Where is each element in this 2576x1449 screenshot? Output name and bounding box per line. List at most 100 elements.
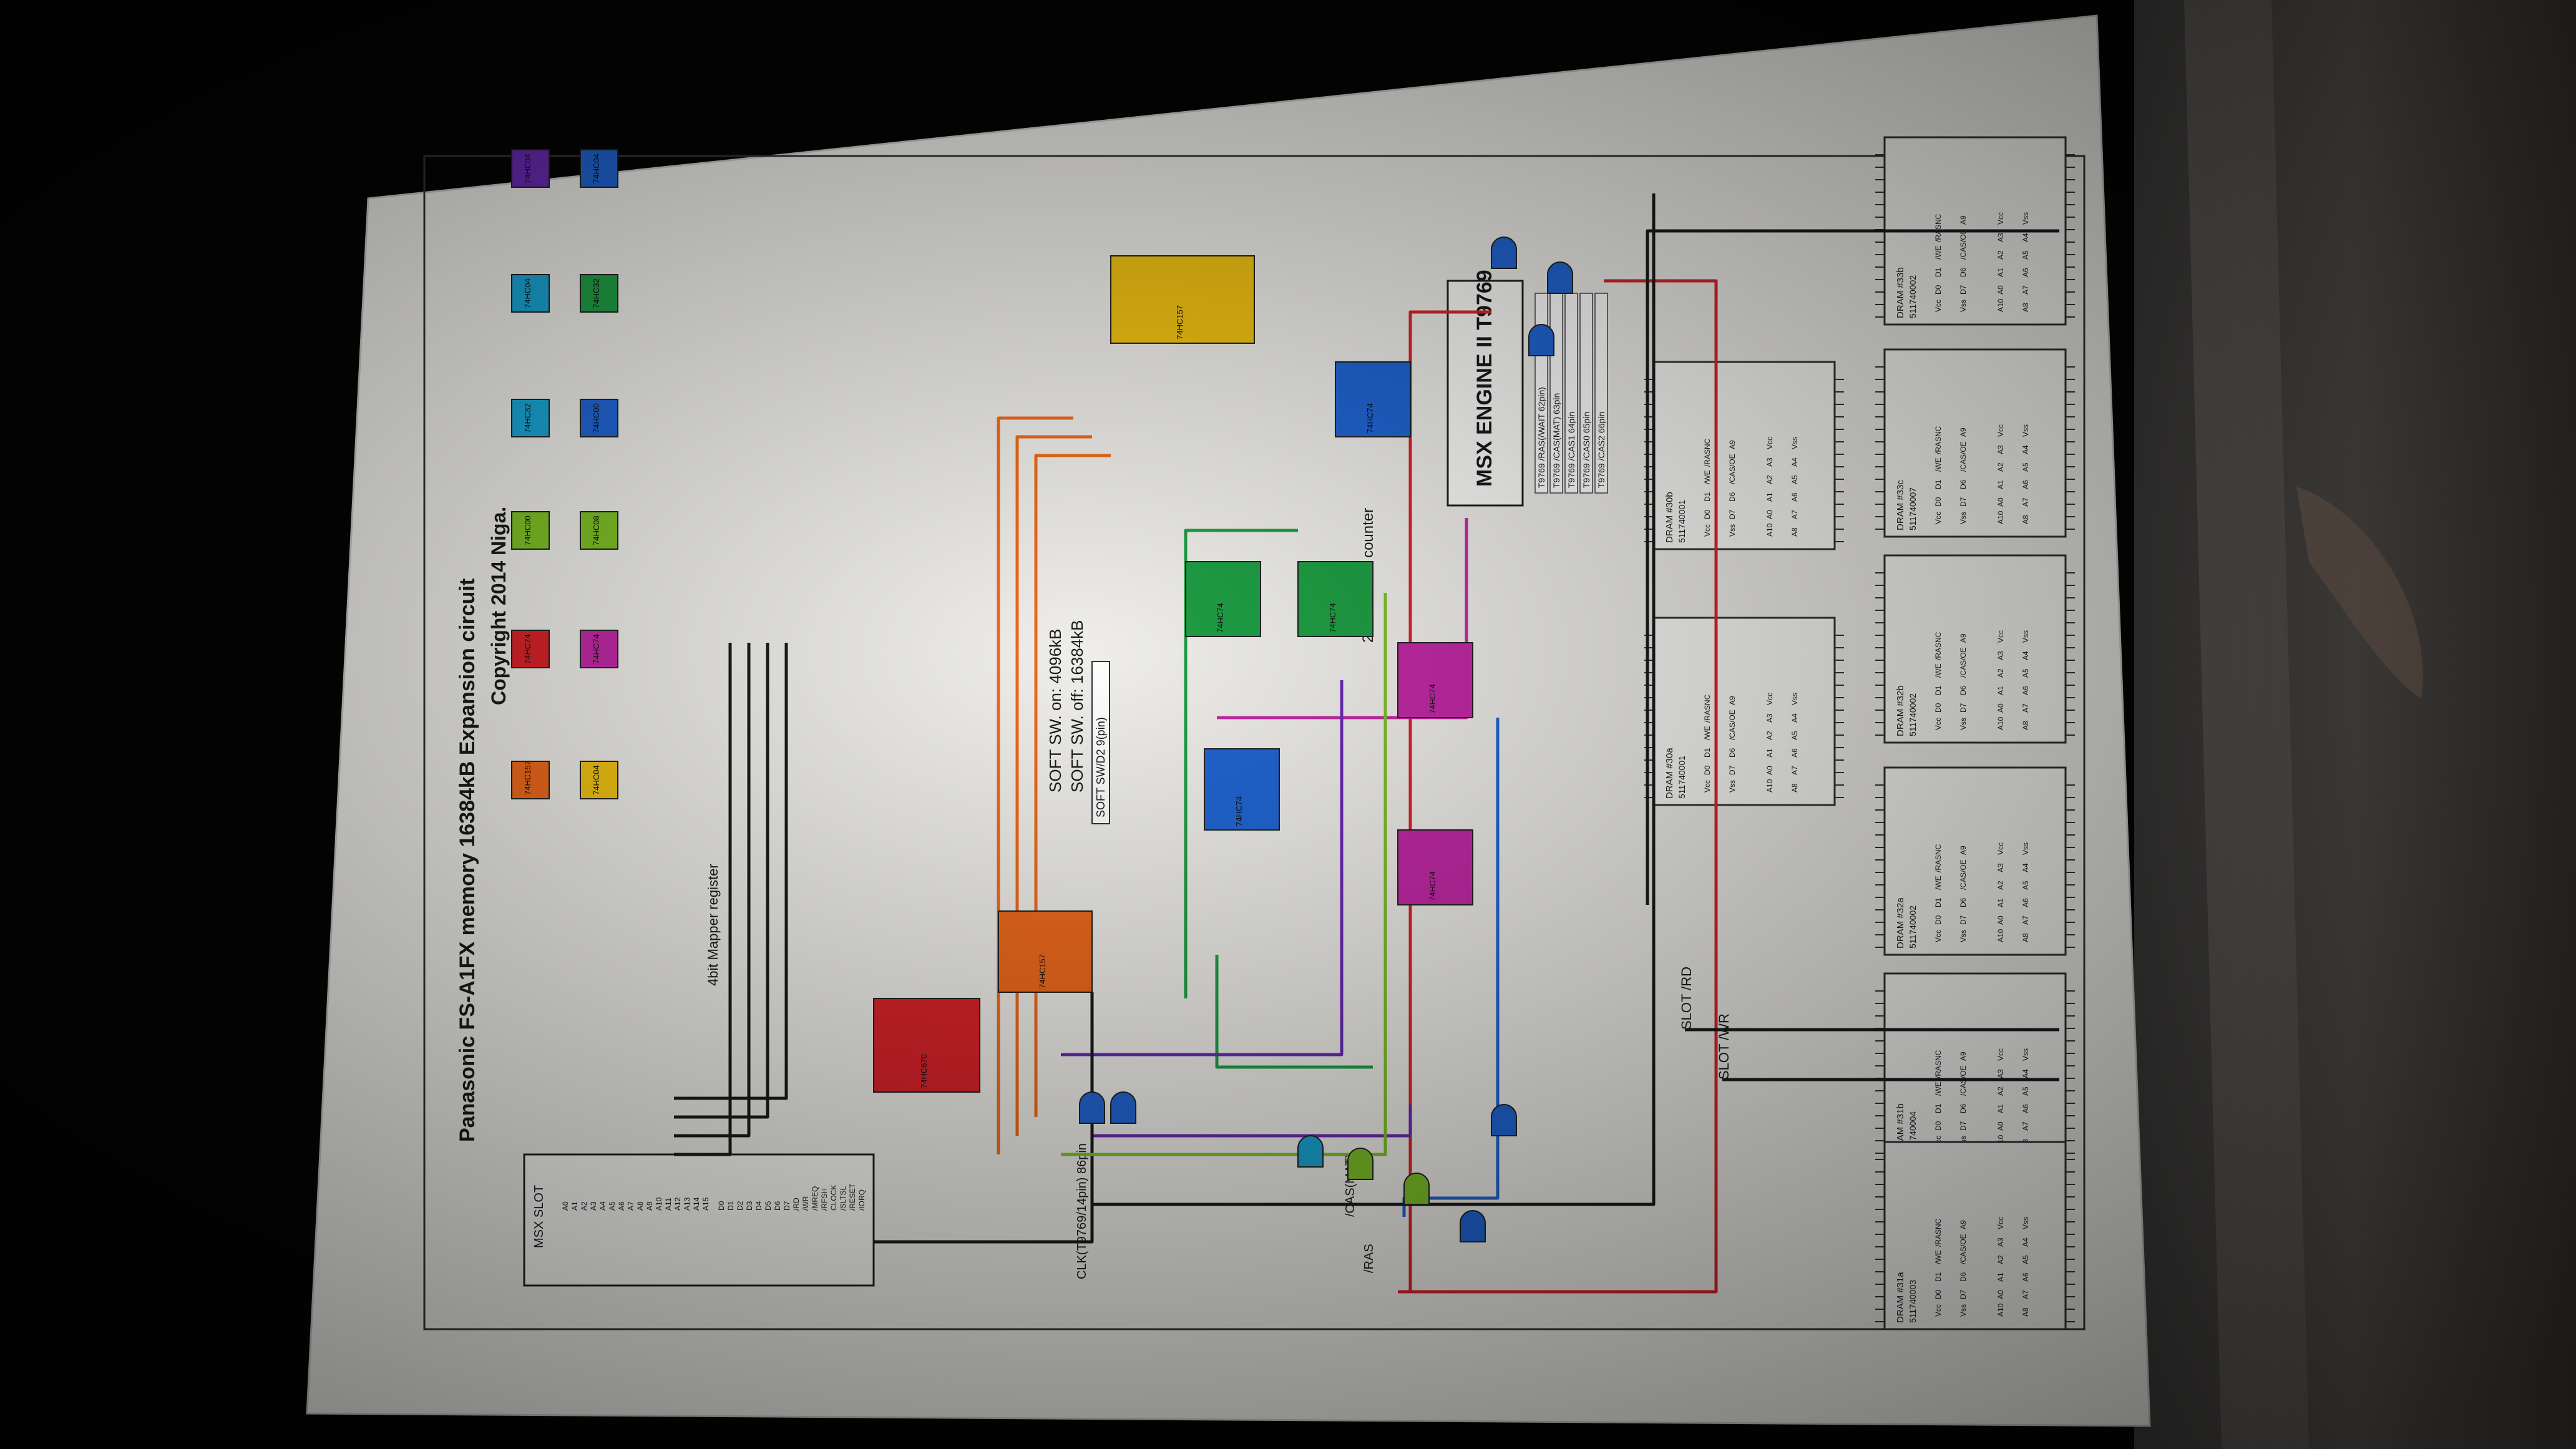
dram-pin-label: /OE [1959, 1065, 1968, 1078]
dram-pin-label: /RAS [1934, 437, 1943, 454]
dram-pin-label: /WE [1934, 245, 1943, 260]
dram-pin-label: /CAS [1959, 1247, 1968, 1264]
dram-pin-label: Vcc [1934, 1304, 1943, 1317]
dram-pin-label: A0 [1765, 510, 1774, 519]
dram-pin-label: A9 [1728, 696, 1737, 705]
dram-pin-label: A10 [1765, 779, 1774, 793]
dram-pin-label: Vss [2021, 1048, 2030, 1061]
gate-body [1491, 237, 1517, 269]
dram-pin-label: /WE [1934, 457, 1943, 472]
dram-pin-label: A10 [1996, 716, 2005, 730]
dram-pin-label: Vss [1959, 512, 1968, 524]
sheet-title: Panasonic FS-A1FX memory 16384kB Expansi… [456, 578, 479, 1142]
dram-pin-label: A2 [1765, 731, 1774, 740]
logic-gate [1110, 1091, 1136, 1124]
dram-pin-label: D0 [1934, 703, 1943, 713]
dram-pin-label: Vss [1790, 437, 1799, 449]
dram-pin-label: NC [1703, 694, 1712, 705]
dram-pin-label: A4 [1790, 713, 1799, 723]
dram-pin-label: D1 [1934, 1103, 1943, 1113]
engine-line-label: T9769 /CAS0 65pin [1581, 412, 1591, 488]
dram-pin-label: A7 [2021, 1121, 2030, 1131]
dram-name: DRAM #33b [1895, 267, 1906, 318]
dram-pin-label: A7 [1790, 510, 1799, 519]
logic-gate [1528, 324, 1554, 356]
slot-pin-label: CLOCK [829, 1185, 838, 1211]
slot-pin-label: A5 [608, 1201, 617, 1211]
soft-sw-off: SOFT SW. off: 16384kB [1068, 620, 1086, 793]
dram-pin-label: Vcc [1996, 842, 2005, 855]
ic-chip: 74HC08 [580, 511, 618, 550]
dram-pin-label: A1 [1996, 686, 2005, 695]
dram-pin-label: /RAS [1934, 225, 1943, 242]
slot-pin-label: A6 [617, 1201, 626, 1211]
slot-pin-label: /IORQ [857, 1189, 866, 1211]
dram-pin-label: Vss [1959, 718, 1968, 730]
slot-pin-label: D4 [754, 1201, 763, 1211]
dram-pin-label: A9 [1959, 427, 1968, 437]
dram-pin-label: A6 [2021, 1104, 2030, 1113]
engine-line: T9769 /CAS0 65pin [1579, 293, 1593, 494]
logic-gate [1297, 1135, 1324, 1168]
dram-pin-label: A6 [2021, 1272, 2030, 1282]
dram-pin-label: D7 [1959, 285, 1968, 295]
ic-chip: 74HC00 [511, 511, 550, 550]
dram-pin-label: A9 [1959, 633, 1968, 643]
dram-pin-label: D0 [1703, 509, 1712, 519]
dram-pin-label: A4 [2021, 233, 2030, 242]
dram-pin-label: A1 [1996, 268, 2005, 277]
dram-part: 511740002 [1908, 693, 1918, 736]
gate-body [1547, 261, 1573, 294]
dram-pin-label: A9 [1959, 215, 1968, 225]
slot-pin-label: A0 [561, 1201, 570, 1211]
dram-pin-label: /CAS [1959, 242, 1968, 260]
dram-pin-label: D1 [1934, 267, 1943, 277]
ic-label: 74HC74 [523, 634, 532, 664]
dram-pin-label: A6 [2021, 268, 2030, 277]
dram-pin-label: Vss [2021, 212, 2030, 225]
ic-label: 74HC04 [592, 765, 601, 795]
dram-part: 511740002 [1908, 905, 1918, 949]
dram-pin-label: A7 [2021, 1290, 2030, 1299]
dram-pin-label: A0 [1996, 1290, 2005, 1299]
slot-pin-label: A2 [580, 1201, 588, 1211]
dram-pin-label: A7 [2021, 915, 2030, 925]
dram-pin-label: D6 [1959, 479, 1968, 489]
slot-pin-label: A8 [636, 1201, 645, 1211]
ic-chip: 74HC157 [998, 910, 1093, 993]
logic-gate [1347, 1148, 1373, 1180]
dram-pin-label: Vcc [1934, 512, 1943, 524]
slot-pin-label: /RD [792, 1198, 801, 1211]
dram-pin-label: A2 [1765, 475, 1774, 484]
dram-pin-label: NC [1934, 1050, 1943, 1061]
ic-chip: 74HC670 [873, 998, 980, 1093]
engine-line-label: T9769 /RAS(/WAIT 62pin) [1536, 387, 1546, 488]
engine-line: T9769 /CAS2 66pin [1594, 293, 1608, 494]
slot-pin-label: /RESET [848, 1183, 857, 1211]
ras-label: /RAS [1362, 1244, 1376, 1273]
dram-pin-label: D0 [1703, 765, 1712, 775]
dram-pin-label: A4 [2021, 1237, 2030, 1247]
dram-pin-label: A3 [1996, 445, 2005, 454]
engine-line: T9769 /CAS1 64pin [1564, 293, 1578, 494]
ic-label: 74HC157 [523, 761, 532, 795]
dram-pin-label: A5 [2021, 668, 2030, 678]
dram-pin-label: A3 [1996, 1069, 2005, 1078]
dram-pin-label: A7 [2021, 285, 2030, 295]
dram-pin-label: A5 [2021, 462, 2030, 472]
slot-pin-label: A4 [598, 1201, 607, 1211]
dram-pin-label: /CAS [1959, 660, 1968, 678]
dram-pin-label: A6 [1790, 492, 1799, 502]
dram-pin-label: A10 [1996, 1303, 2005, 1317]
dram-pin-label: /WE [1934, 1081, 1943, 1096]
dram-pin-label: D6 [1959, 685, 1968, 695]
dram-pin-label: A8 [2021, 1307, 2030, 1317]
dram-pin-label: Vcc [1996, 1217, 2005, 1229]
dram-pin-label: A3 [1996, 1237, 2005, 1247]
dram-part: 511740001 [1677, 756, 1687, 799]
ic-chip: 74HC157 [1110, 255, 1255, 344]
ic-label: 74HC670 [919, 1054, 929, 1088]
